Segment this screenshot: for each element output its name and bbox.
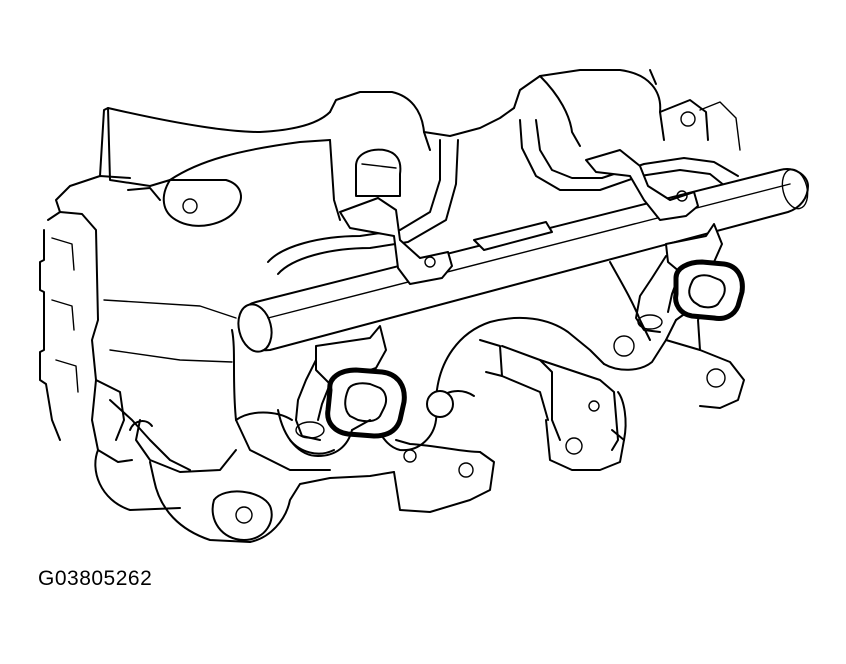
injector-connector-1	[325, 367, 407, 439]
rail-clamps	[339, 149, 699, 285]
fuel-injector-2	[635, 223, 723, 333]
lower-head-details	[95, 299, 371, 457]
cylinder-head-left-end	[39, 175, 133, 463]
hose-loops	[267, 119, 739, 275]
fuel-delivery-pipe	[237, 168, 809, 353]
injector-connector-2	[673, 259, 745, 321]
upper-head-contours	[99, 69, 741, 227]
figure-code-label: G03805262	[38, 567, 153, 590]
manifold-body	[94, 261, 745, 543]
